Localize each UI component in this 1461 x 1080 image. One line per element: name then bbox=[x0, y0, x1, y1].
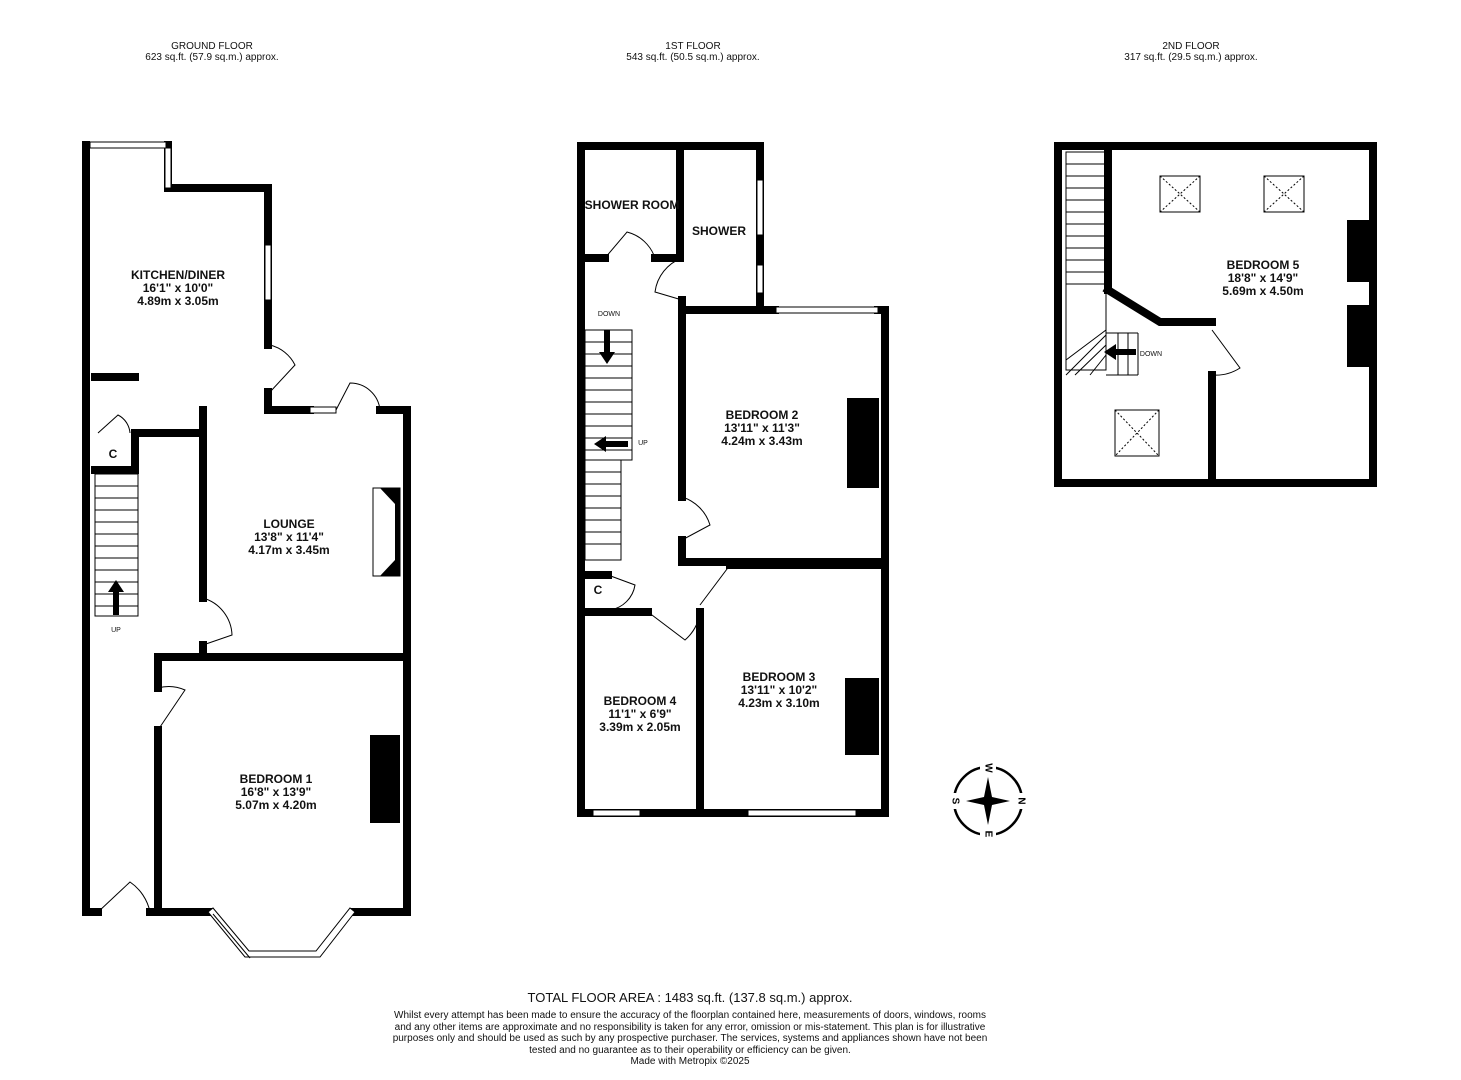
skylight bbox=[1114, 409, 1160, 457]
chimney-breast bbox=[1347, 305, 1369, 367]
door bbox=[604, 231, 656, 259]
svg-text:BEDROOM 2: BEDROOM 2 bbox=[726, 408, 799, 422]
chimney-breast bbox=[847, 398, 879, 488]
door bbox=[654, 257, 683, 301]
door bbox=[97, 414, 131, 434]
stairs bbox=[1065, 151, 1139, 376]
compass-e: E bbox=[982, 831, 993, 838]
svg-text:BEDROOM 5: BEDROOM 5 bbox=[1227, 258, 1300, 272]
disclaimer: Whilst every attempt has been made to en… bbox=[392, 1010, 988, 1056]
svg-text:BEDROOM 1: BEDROOM 1 bbox=[240, 772, 313, 786]
room-lounge: LOUNGE 13'8" x 11'4" 4.17m x 3.45m bbox=[248, 517, 329, 557]
door bbox=[647, 611, 701, 641]
first-floor-header: 1ST FLOOR 543 sq.ft. (50.5 sq.m.) approx… bbox=[543, 41, 843, 63]
svg-text:4.23m x 3.10m: 4.23m x 3.10m bbox=[738, 696, 819, 710]
stairs bbox=[584, 329, 633, 561]
window bbox=[592, 809, 641, 817]
svg-text:LOUNGE: LOUNGE bbox=[263, 517, 314, 531]
arrow-left-icon bbox=[1104, 344, 1136, 360]
stairs-down-label: DOWN bbox=[1140, 351, 1162, 358]
stairs-down-label: DOWN bbox=[598, 311, 620, 318]
room-bedroom-3: BEDROOM 3 13'11" x 10'2" 4.23m x 3.10m bbox=[738, 670, 819, 710]
room-kitchen-diner: KITCHEN/DINER 16'1" x 10'0" 4.89m x 3.05… bbox=[131, 268, 225, 308]
svg-text:13'8" x 11'4": 13'8" x 11'4" bbox=[254, 530, 324, 544]
arrow-left-icon bbox=[594, 436, 628, 452]
svg-text:BEDROOM 4: BEDROOM 4 bbox=[604, 694, 677, 708]
room-bedroom-1: BEDROOM 1 16'8" x 13'9" 5.07m x 4.20m bbox=[235, 772, 316, 812]
svg-text:4.24m x 3.43m: 4.24m x 3.43m bbox=[721, 434, 802, 448]
svg-text:16'8" x 13'9": 16'8" x 13'9" bbox=[241, 785, 311, 799]
compass-n: N bbox=[1015, 797, 1026, 804]
svg-text:5.69m x 4.50m: 5.69m x 4.50m bbox=[1222, 284, 1303, 298]
room-shower-room: SHOWER ROOM bbox=[585, 198, 680, 212]
stairs bbox=[94, 473, 139, 617]
svg-text:5.07m x 4.20m: 5.07m x 4.20m bbox=[235, 798, 316, 812]
chimney-breast bbox=[1347, 220, 1369, 282]
floor-area: 623 sq.ft. (57.9 sq.m.) approx. bbox=[145, 52, 279, 63]
window bbox=[747, 809, 857, 817]
svg-text:11'1" x 6'9": 11'1" x 6'9" bbox=[608, 707, 671, 721]
ground-floor-plan: UP C KITCHEN/DINER 16'1" x 10'0" 4.89m x… bbox=[82, 141, 411, 959]
svg-text:4.89m x 3.05m: 4.89m x 3.05m bbox=[137, 294, 218, 308]
room-shower: SHOWER bbox=[692, 224, 746, 238]
floor-area: 543 sq.ft. (50.5 sq.m.) approx. bbox=[626, 52, 760, 63]
room-bedroom-5: BEDROOM 5 18'8" x 14'9" 5.69m x 4.50m bbox=[1222, 258, 1303, 298]
floor-title: 2ND FLOOR bbox=[1162, 41, 1220, 52]
window bbox=[89, 141, 167, 149]
stairs-label: UP bbox=[111, 627, 121, 634]
svg-text:BEDROOM 3: BEDROOM 3 bbox=[743, 670, 816, 684]
svg-text:KITCHEN/DINER: KITCHEN/DINER bbox=[131, 268, 225, 282]
compass-icon: W N E S bbox=[949, 763, 1026, 839]
chimney-breast bbox=[845, 678, 879, 755]
room-bedroom-4: BEDROOM 4 11'1" x 6'9" 3.39m x 2.05m bbox=[599, 694, 680, 734]
compass-s: S bbox=[949, 798, 960, 805]
svg-text:13'11" x 11'3": 13'11" x 11'3" bbox=[724, 421, 800, 435]
total-floor-area: TOTAL FLOOR AREA : 1483 sq.ft. (137.8 sq… bbox=[527, 990, 853, 1005]
door bbox=[681, 496, 711, 541]
window bbox=[264, 244, 272, 301]
arrow-down-icon bbox=[599, 330, 615, 364]
window bbox=[164, 147, 172, 189]
second-floor-plan: DOWN BEDROOM 5 18'8" x 14'9" 5.69m x 4.5… bbox=[1054, 142, 1377, 487]
door bbox=[269, 344, 296, 393]
door bbox=[690, 564, 731, 606]
svg-text:16'1" x 10'0": 16'1" x 10'0" bbox=[143, 281, 213, 295]
skylight bbox=[1263, 175, 1305, 213]
footer: TOTAL FLOOR AREA : 1483 sq.ft. (137.8 sq… bbox=[390, 990, 990, 1068]
window bbox=[309, 406, 337, 414]
cupboard-label: C bbox=[109, 447, 118, 461]
window bbox=[775, 306, 879, 314]
second-floor-header: 2ND FLOOR 317 sq.ft. (29.5 sq.m.) approx… bbox=[1041, 41, 1341, 63]
front-door bbox=[97, 881, 151, 913]
first-floor-plan: DOWN UP C SHOWER ROOM SHOWER BEDROOM 2 1… bbox=[577, 142, 889, 817]
arrow-up-icon bbox=[108, 580, 124, 615]
floor-title: GROUND FLOOR bbox=[171, 41, 253, 52]
svg-text:4.17m x 3.45m: 4.17m x 3.45m bbox=[248, 543, 329, 557]
floor-area: 317 sq.ft. (29.5 sq.m.) approx. bbox=[1124, 52, 1258, 63]
skylight bbox=[1159, 175, 1201, 213]
door bbox=[157, 686, 186, 731]
credit: Made with Metropix ©2025 bbox=[630, 1056, 750, 1067]
cupboard-label: C bbox=[594, 583, 603, 597]
svg-text:13'11" x 10'2": 13'11" x 10'2" bbox=[741, 683, 817, 697]
stairs-up-label: UP bbox=[638, 440, 648, 447]
chimney-breast bbox=[370, 735, 400, 823]
bay-window bbox=[207, 907, 356, 958]
svg-text:3.39m x 2.05m: 3.39m x 2.05m bbox=[599, 720, 680, 734]
room-bedroom-2: BEDROOM 2 13'11" x 11'3" 4.24m x 3.43m bbox=[721, 408, 802, 448]
door bbox=[335, 382, 381, 411]
door bbox=[607, 574, 636, 611]
floor-title: 1ST FLOOR bbox=[665, 41, 721, 52]
compass-w: W bbox=[982, 763, 993, 773]
window bbox=[756, 179, 764, 236]
ground-floor-header: GROUND FLOOR 623 sq.ft. (57.9 sq.m.) app… bbox=[62, 41, 362, 63]
svg-text:18'8" x 14'9": 18'8" x 14'9" bbox=[1228, 271, 1298, 285]
door bbox=[1211, 329, 1241, 376]
door bbox=[202, 597, 233, 646]
window bbox=[756, 264, 764, 294]
